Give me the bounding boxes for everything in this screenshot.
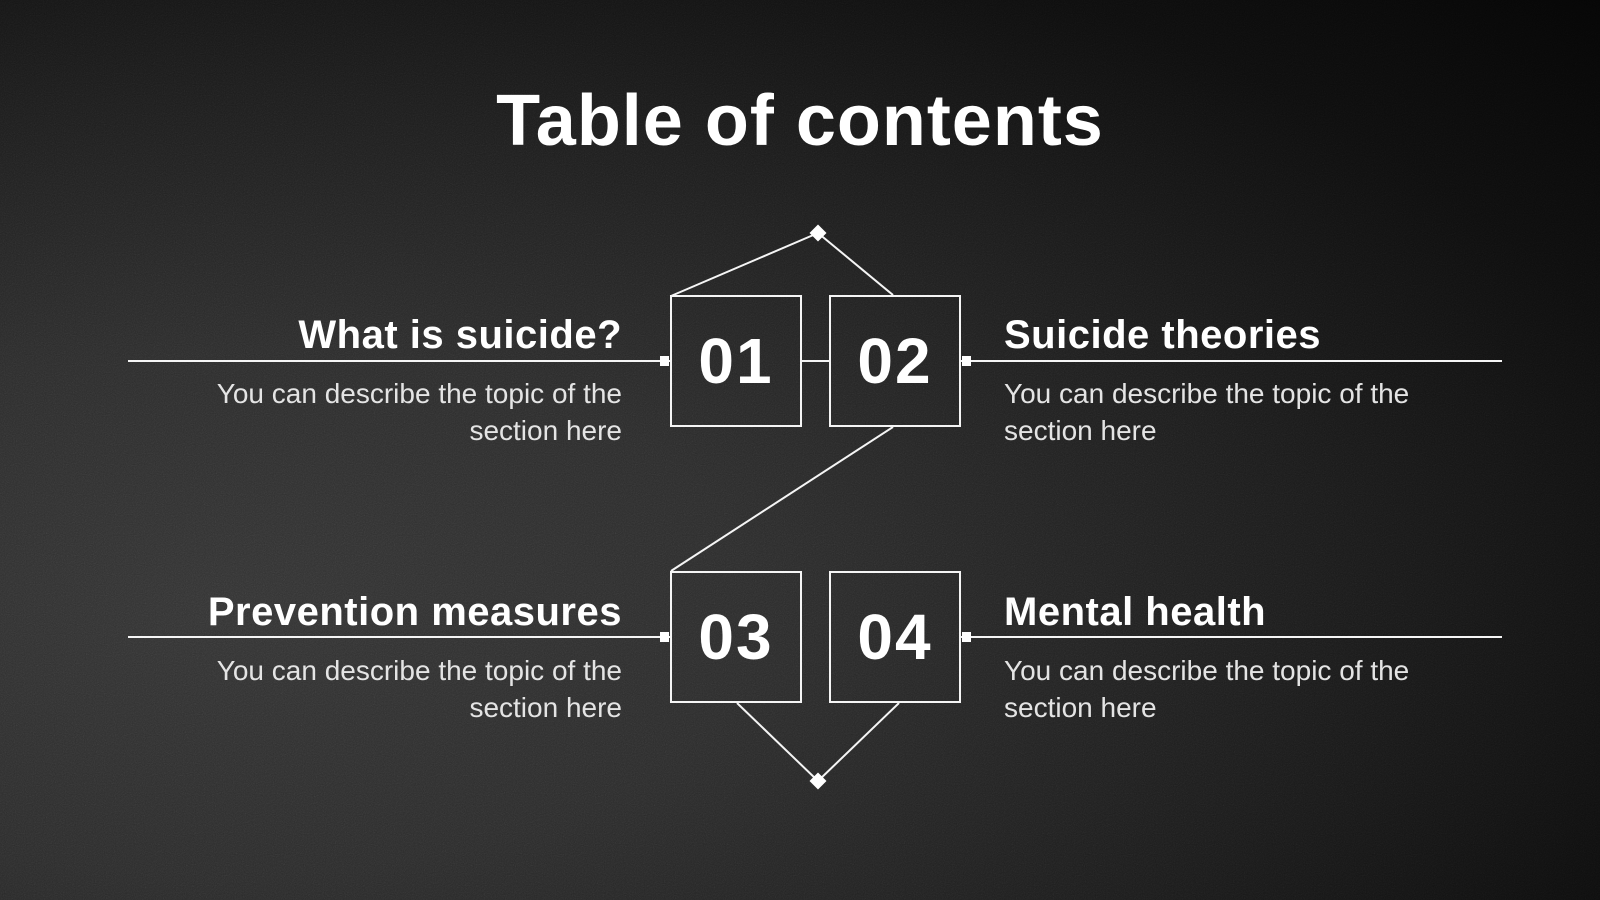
rule-end-marker-03 — [660, 632, 669, 642]
rule-end-marker-01 — [660, 356, 669, 366]
section-03-number: 03 — [698, 601, 774, 673]
diagonal-box03-to-bottom-diamond — [736, 702, 819, 782]
section-02-description: You can describe the topic of the sectio… — [1004, 378, 1410, 446]
section-02-number: 02 — [857, 325, 933, 397]
section-01-number: 01 — [698, 325, 774, 397]
section-01-title: What is suicide? — [298, 313, 622, 357]
bottom-diamond-endpoint — [809, 772, 827, 790]
slide-title: Table of contents — [496, 81, 1104, 161]
diagonal-apex-to-box01 — [670, 232, 819, 297]
section-04-title: Mental health — [1004, 590, 1267, 634]
section-02-number-box: 02 — [829, 295, 961, 427]
section-02-title: Suicide theories — [1004, 313, 1321, 357]
section-01-description: You can describe the topic of the sectio… — [216, 378, 622, 446]
section-04-description: You can describe the topic of the sectio… — [1004, 655, 1410, 723]
section-01-text-block: What is suicide? You can describe the to… — [122, 312, 622, 449]
section-04-number: 04 — [857, 601, 933, 673]
top-diamond-endpoint — [809, 224, 827, 242]
section-03-title: Prevention measures — [207, 590, 622, 634]
section-04-number-box: 04 — [829, 571, 961, 703]
rule-end-marker-02 — [962, 356, 971, 366]
diagonal-apex-to-box02 — [817, 232, 894, 296]
section-03-description: You can describe the topic of the sectio… — [216, 655, 622, 723]
section-03-text-block: Prevention measures You can describe the… — [122, 589, 622, 726]
diagonal-box02-to-box03 — [670, 426, 894, 572]
section-01-number-box: 01 — [670, 295, 802, 427]
section-02-text-block: Suicide theories You can describe the to… — [1004, 312, 1504, 449]
section-04-text-block: Mental health You can describe the topic… — [1004, 589, 1504, 726]
rule-end-marker-04 — [962, 632, 971, 642]
section-03-number-box: 03 — [670, 571, 802, 703]
diagonal-box04-to-bottom-diamond — [817, 702, 900, 782]
